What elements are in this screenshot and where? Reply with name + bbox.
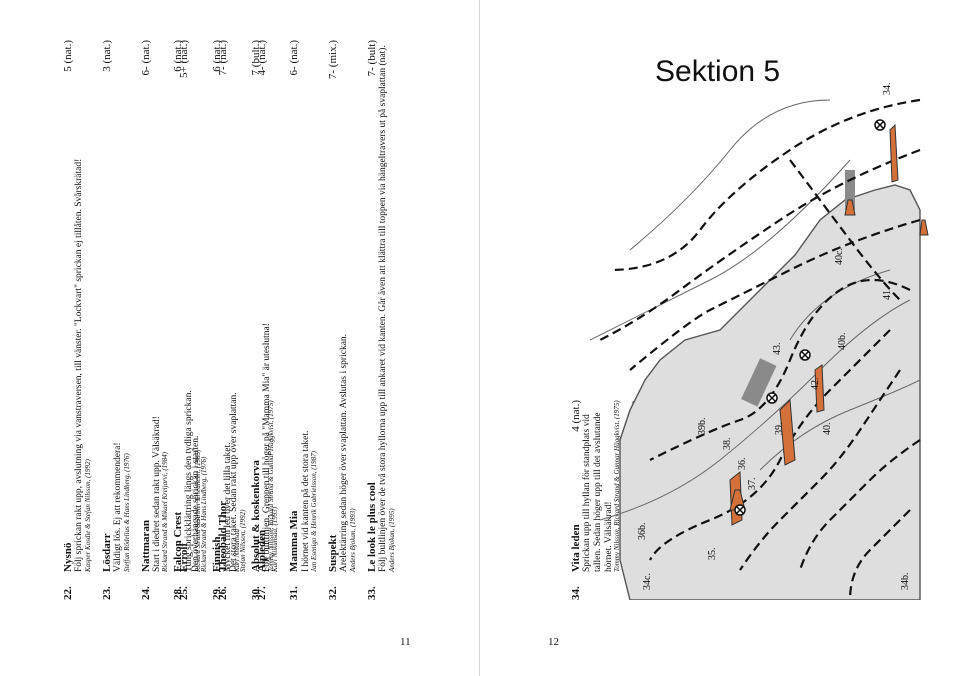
route-name: Nattmaran [139, 520, 152, 572]
route-grade: 6 (nat.) [172, 40, 184, 72]
route-number: 34. [570, 586, 582, 600]
anchor-icons [734, 119, 886, 516]
route-number: 23. [100, 586, 113, 600]
map-label: 40. [822, 423, 833, 436]
route-name: Absolut & koskenkorva [249, 460, 262, 572]
map-label: 34c. [642, 573, 653, 590]
route-authors: Kari Niikunsaa, (1993) [271, 506, 280, 572]
route-name: Suspekt [327, 534, 340, 572]
route-entry: 33. Le look le plus cool 7- (bult)Följ bul… [366, 40, 397, 600]
route-number: 24. [139, 586, 152, 600]
route-number: 22. [62, 586, 74, 600]
route-grade: 3 (nat.) [100, 40, 113, 72]
map-label: 38. [722, 438, 733, 451]
route-name: Finnish [210, 536, 223, 572]
map-label: 39. [774, 423, 785, 436]
section-title: Sektion 5 [655, 55, 781, 88]
map-label: 37. [747, 478, 758, 491]
route-name: Falcon Crest [172, 512, 184, 572]
route-number: 32. [327, 586, 340, 600]
route-grade: 7- (mix.) [327, 40, 340, 80]
map-label: 40b. [837, 333, 848, 351]
map-label: 34. [882, 83, 893, 96]
route-authors: Anders Bjokan, (1995) [387, 508, 396, 572]
route-entry: 32. Suspekt 7- (mix.) Arelektärring sedan h… [327, 40, 358, 600]
roof-2 [779, 398, 796, 466]
route-number: 31. [288, 586, 301, 600]
route-grade: 7 (bult.) [249, 40, 262, 76]
tree-1 [844, 199, 856, 216]
route-authors: Kari Niikunsaa [232, 529, 241, 572]
map-label: 43. [772, 343, 783, 356]
route-lines [599, 98, 921, 600]
route-grade: 6 (nat.) [210, 40, 223, 72]
route-grade: 5 (nat.) [62, 40, 74, 72]
map-label: 42. [810, 378, 821, 391]
page-number-right: 12 [548, 636, 559, 648]
route-authors: Rickard Strand & Mikael Kreijarvi, (1984… [161, 451, 170, 572]
roof-1 [889, 123, 899, 183]
route-authors: Rickard Strand & Arbier Friedhelm, (1985… [193, 449, 202, 572]
map-label: 36b. [637, 523, 648, 541]
route-name: Nysnö [62, 542, 74, 572]
route-name: Lösdarr [100, 533, 113, 573]
rock-face [619, 184, 921, 600]
topo-map: 34. 34b. 34c. 35. 36. 36b. 37. 38. 39. 39b. 40. 40b… [590, 83, 929, 600]
route-description: Mycket fin led över det lilla taket. [223, 442, 234, 572]
route-entry: 30. Absolut & koskenkorva 7 (bult.) Följ bu… [250, 40, 281, 600]
route-grade: 6- (nat.) [288, 40, 301, 76]
route-authors: Kasper Kosdie & Stefan Nilsson, (1992) [83, 459, 92, 572]
route-grade: 7- (bult) [365, 40, 378, 77]
route-number: 28. [172, 586, 184, 600]
map-label: 34b. [900, 573, 911, 591]
map-label: 36. [737, 458, 748, 471]
route-description: Arelektärring sedan höger över svaplatta… [339, 333, 350, 572]
route-name: Mamma Mia [288, 510, 301, 572]
dark-rock-patch-1 [741, 358, 777, 407]
route-authors: Steffan Rödelius & Hans Lindberg, (1976) [122, 453, 131, 572]
map-label: 40c. [834, 248, 845, 265]
page-gutter [479, 0, 480, 676]
route-number: 29. [210, 586, 223, 600]
route-grade: 4 (nat.) [570, 400, 582, 432]
route-authors: Jan Esenigo & Henrik Gabrielsson, (1987) [310, 451, 319, 572]
page-number-left: 11 [400, 636, 411, 648]
route-description: Följ bultlinjen. Greppen till höger på "… [261, 323, 272, 572]
tree-3 [919, 219, 929, 236]
map-labels: 34. 34b. 34c. 35. 36. 36b. 37. 38. 39. 39b. 40. 40b… [637, 83, 911, 591]
map-label: 39b. [697, 418, 708, 436]
route-description: Följ bultlinjen över de två stora hyllor… [378, 45, 389, 572]
route-number: 33. [365, 586, 378, 600]
map-label: 41. [882, 288, 893, 301]
route-authors: Anders Bjokan, (1993) [349, 508, 357, 572]
route-name: Le look le plus cool [365, 482, 378, 572]
route-name: Vita leden [570, 524, 582, 572]
route-grade: 6- (nat.) [139, 40, 152, 76]
roof-3 [814, 364, 825, 413]
dark-rock-patch-2 [845, 170, 855, 210]
route-number: 30. [249, 586, 262, 600]
map-label: 35. [707, 548, 718, 561]
route-entry: 29. Finnish 6 (nat.) Mycket fin led över de… [211, 40, 242, 600]
